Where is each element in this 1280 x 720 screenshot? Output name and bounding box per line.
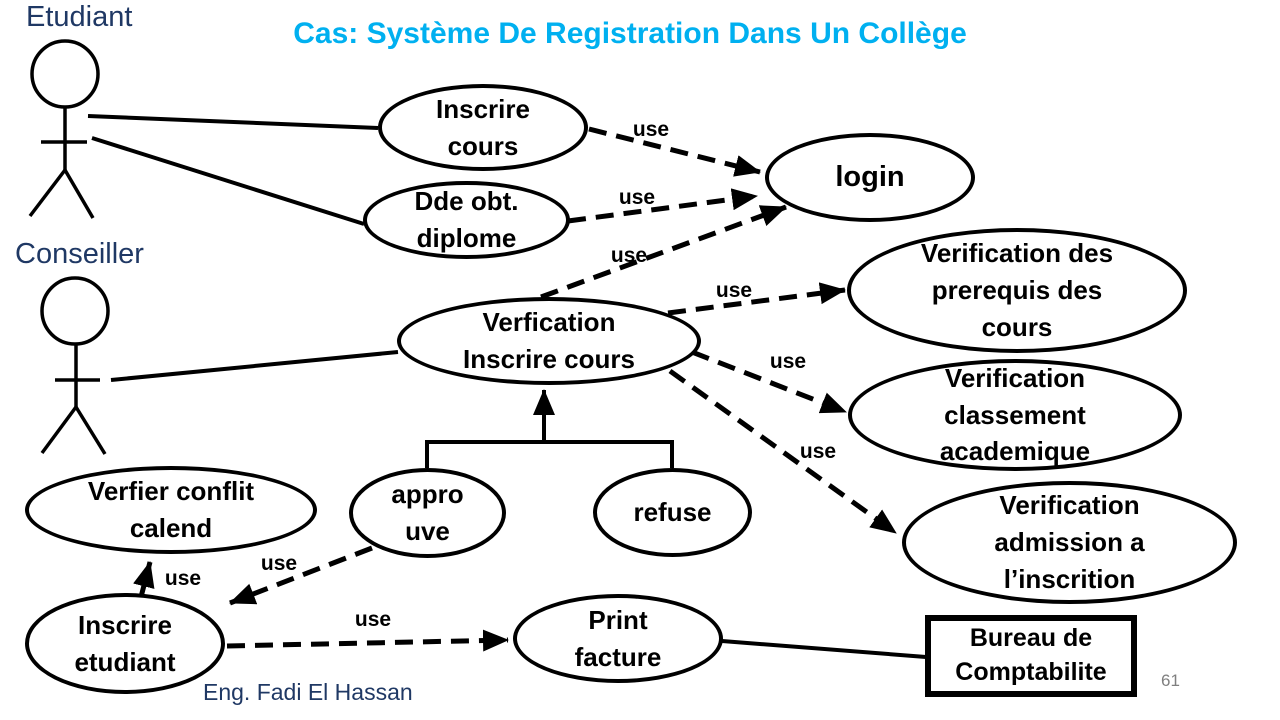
use-arrow-label-2: use <box>618 186 656 209</box>
use-case-verification-admission: Verification admission a l’inscrition <box>902 481 1237 604</box>
use-case-inscrire-cours: Inscrire cours <box>378 84 588 171</box>
etudiant-actor-icon <box>28 39 100 219</box>
conseiller-actor-icon <box>40 276 110 455</box>
use-arrow-inscrire-etudiant-verfier-conflit <box>133 561 155 598</box>
use-arrow-label-3: use <box>610 244 648 267</box>
use-arrow-verfication-login <box>540 204 787 300</box>
use-arrow-label-6: use <box>799 440 837 463</box>
use-case-verfier-conflit-calend: Verfier conflit calend <box>25 466 317 554</box>
use-arrow-inscrire-etudiant-print-facture <box>226 629 509 652</box>
use-arrow-label-5: use <box>769 350 807 373</box>
use-arrow-label-1: use <box>632 118 670 141</box>
generalization-bracket <box>425 440 674 468</box>
use-case-refuse: refuse <box>593 468 752 557</box>
use-arrow-label-4: use <box>715 279 753 302</box>
actor-label-etudiant: Etudiant <box>26 1 133 33</box>
actor-label-conseiller: Conseiller <box>15 238 144 270</box>
author-credit: Eng. Fadi El Hassan <box>203 679 413 705</box>
association-etudiant-dde-diplome <box>91 136 365 226</box>
use-case-inscrire-etudiant: Inscrire etudiant <box>25 593 225 694</box>
system-box-bureau-comptabilite: Bureau de Comptabilite <box>925 615 1137 697</box>
use-arrow-dde-diplome-login <box>567 188 758 224</box>
use-case-verification-classement: Verification classement academique <box>848 359 1182 471</box>
page-title: Cas: Système De Registration Dans Un Col… <box>293 17 967 50</box>
use-case-dde-obt-diplome: Dde obt. diplome <box>363 181 570 259</box>
page-number: 61 <box>1161 671 1180 690</box>
association-etudiant-inscrire-cours <box>87 114 379 130</box>
use-arrow-verfication-prerequis <box>667 282 846 316</box>
use-arrow-label-8: use <box>164 567 202 590</box>
use-case-print-facture: Print facture <box>513 594 723 683</box>
use-arrows <box>133 126 898 652</box>
use-arrow-label-9: use <box>354 608 392 631</box>
association-conseiller-verfication <box>110 350 399 382</box>
use-arrow-inscrire-cours-login <box>588 126 761 177</box>
generalization-connector <box>425 389 674 468</box>
use-arrow-approuve-inscrire-etudiant <box>229 545 373 606</box>
use-case-approuve: appro uve <box>349 468 506 558</box>
use-arrow-label-7: use <box>260 552 298 575</box>
use-arrow-verfication-admission <box>668 368 898 536</box>
association-print-facture-bureau <box>721 639 927 659</box>
use-case-verfication-inscrire-cours: Verfication Inscrire cours <box>397 297 701 385</box>
use-case-verification-prerequis: Verification des prerequis des cours <box>847 228 1187 353</box>
use-case-login: login <box>765 133 975 222</box>
association-lines <box>87 114 927 659</box>
